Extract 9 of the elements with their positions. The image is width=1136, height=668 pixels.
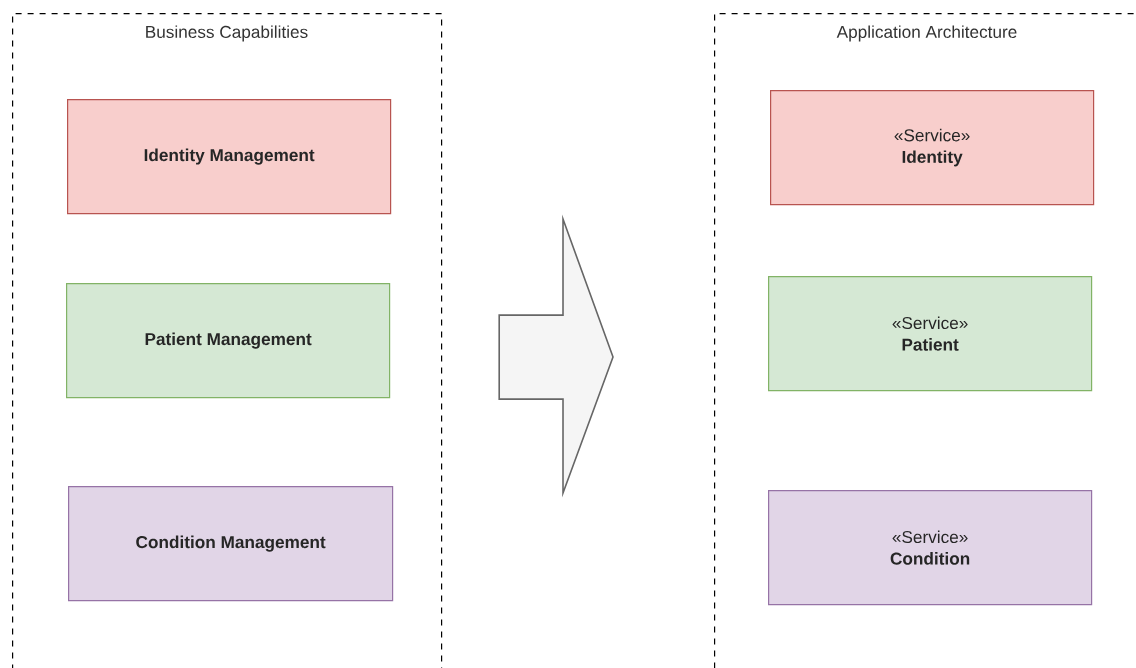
container-heading: Business Capabilities <box>146 25 308 42</box>
container-heading: Application Architecture <box>836 25 1017 42</box>
service-box: Condition Management <box>68 486 394 602</box>
service-box: «Service» Patient <box>768 276 1093 392</box>
service-box: «Service» Identity <box>770 90 1095 206</box>
service-box: Patient Management <box>66 283 391 399</box>
service-box: «Service» Condition <box>768 490 1093 606</box>
block-arrow <box>498 214 614 498</box>
service-box: Identity Management <box>67 99 392 215</box>
